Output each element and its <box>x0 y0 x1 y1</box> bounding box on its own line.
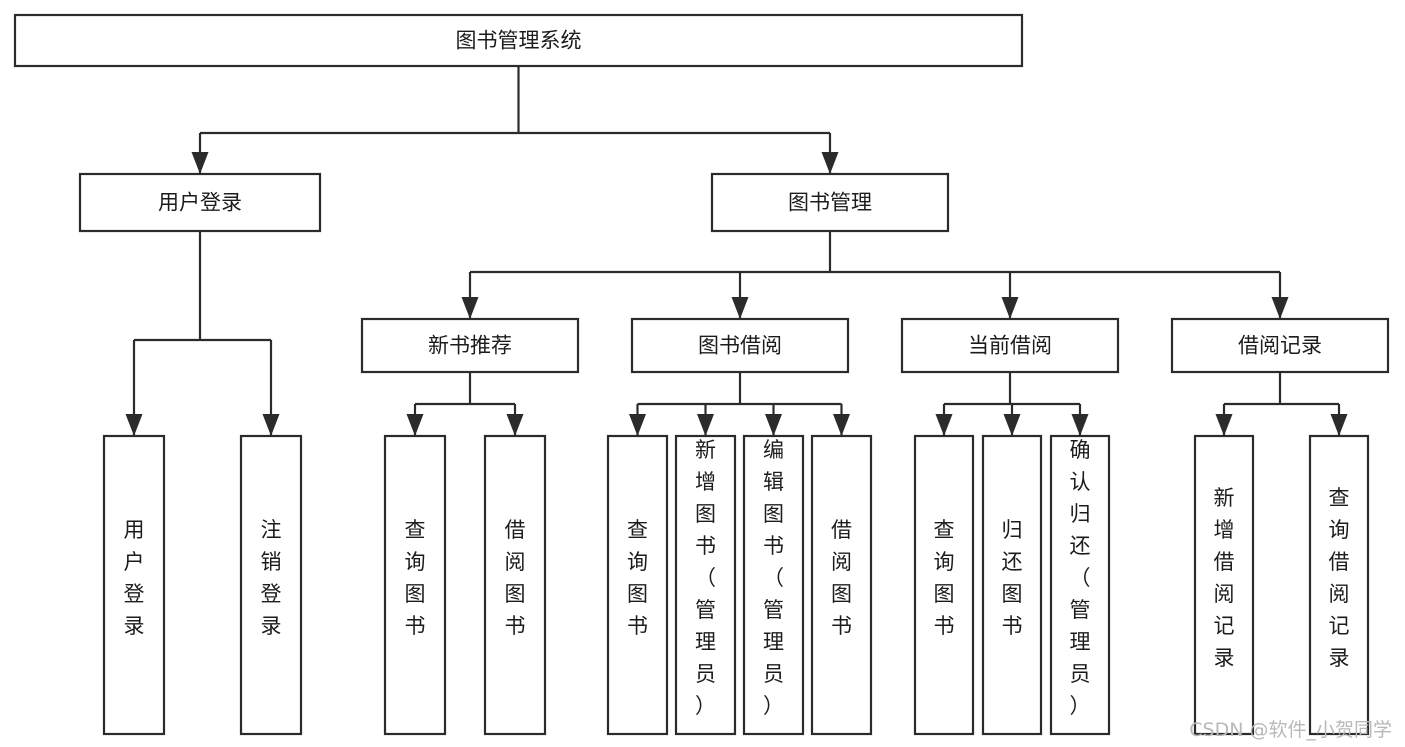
node-leaf-box[interactable] <box>1308 434 1370 736</box>
node-level2-label: 新书推荐 <box>428 334 512 358</box>
connector-layer <box>125 66 1348 436</box>
csdn-watermark: CSDN @软件_小贺同学 <box>1189 719 1392 741</box>
edge-book-borrow-to-leaves-arrowhead <box>765 414 782 436</box>
node-level2[interactable]: 新书推荐 <box>360 317 580 374</box>
node-level1-label: 用户登录 <box>158 191 242 215</box>
edge-root-to-level1-arrowhead <box>821 152 839 174</box>
node-leaf-label: 查询图书 <box>627 518 648 638</box>
node-leaf[interactable]: 借阅图书 <box>483 434 547 736</box>
node-level2[interactable]: 借阅记录 <box>1170 317 1390 374</box>
edge-user-login-to-leaves-arrowhead <box>262 414 280 436</box>
node-leaf-box[interactable] <box>981 434 1043 736</box>
node-root-label: 图书管理系统 <box>456 29 582 53</box>
node-leaf-box[interactable] <box>674 434 737 736</box>
edge-book-manage-to-level2-arrowhead <box>1001 297 1019 319</box>
node-leaf-label: 查询图书 <box>934 518 955 638</box>
edge-book-manage-to-level2-arrowhead <box>461 297 479 319</box>
node-level2-box[interactable] <box>900 317 1120 374</box>
node-leaf[interactable]: 新增借阅记录 <box>1193 434 1255 736</box>
node-level2[interactable]: 当前借阅 <box>900 317 1120 374</box>
node-level2-box[interactable] <box>360 317 580 374</box>
edge-book-borrow-to-leaves-arrowhead <box>833 414 850 436</box>
edge-book-manage-to-level2-arrowhead <box>1271 297 1289 319</box>
node-leaf[interactable]: 确认归还（管理员） <box>1049 434 1111 736</box>
node-leaf[interactable]: 编辑图书（管理员） <box>742 434 805 736</box>
node-leaf-label: 注销登录 <box>261 518 282 638</box>
node-layer: 图书管理系统用户登录图书管理新书推荐图书借阅当前借阅借阅记录用户登录注销登录查询… <box>13 13 1390 736</box>
node-leaf-label: 归还图书 <box>1002 518 1023 638</box>
node-leaf-label: 借阅图书 <box>505 518 526 638</box>
edge-new-book-rec-to-leaves-arrowhead <box>406 414 424 436</box>
node-leaf[interactable]: 查询借阅记录 <box>1308 434 1370 736</box>
node-leaf-label: 借阅图书 <box>831 518 852 638</box>
node-level2-box[interactable] <box>1170 317 1390 374</box>
node-leaf-label: 编辑图书（管理员） <box>763 438 784 718</box>
edge-new-book-rec-to-leaves-arrowhead <box>506 414 524 436</box>
node-leaf[interactable]: 查询图书 <box>913 434 975 736</box>
node-leaf-label: 用户登录 <box>124 518 145 638</box>
edge-current-borrow-to-leaves-arrowhead <box>935 414 953 436</box>
node-leaf-box[interactable] <box>483 434 547 736</box>
node-level2-box[interactable] <box>630 317 850 374</box>
node-leaf[interactable]: 归还图书 <box>981 434 1043 736</box>
node-level1[interactable]: 用户登录 <box>78 172 322 233</box>
edge-user-login-to-leaves-arrowhead <box>125 414 143 436</box>
node-level2-label: 借阅记录 <box>1238 334 1322 358</box>
node-level1[interactable]: 图书管理 <box>710 172 950 233</box>
node-leaf-box[interactable] <box>1193 434 1255 736</box>
node-leaf-label: 新增借阅记录 <box>1214 486 1235 670</box>
node-leaf-box[interactable] <box>239 434 303 736</box>
node-leaf-label: 查询借阅记录 <box>1329 486 1350 670</box>
node-leaf-box[interactable] <box>810 434 873 736</box>
node-leaf-box[interactable] <box>102 434 166 736</box>
node-leaf-box[interactable] <box>742 434 805 736</box>
node-leaf[interactable]: 新增图书（管理员） <box>674 434 737 736</box>
node-level1-box[interactable] <box>78 172 322 233</box>
edge-book-borrow-to-leaves-arrowhead <box>697 414 714 436</box>
node-leaf-label: 查询图书 <box>405 518 426 638</box>
edge-root-to-level1-arrowhead <box>191 152 209 174</box>
node-leaf[interactable]: 注销登录 <box>239 434 303 736</box>
edge-borrow-record-to-leaves-arrowhead <box>1330 414 1348 436</box>
node-leaf[interactable]: 借阅图书 <box>810 434 873 736</box>
node-leaf-label: 确认归还（管理员） <box>1070 438 1091 718</box>
node-leaf-label: 新增图书（管理员） <box>695 438 716 718</box>
node-level2-label: 当前借阅 <box>968 334 1052 358</box>
edge-current-borrow-to-leaves-arrowhead <box>1003 414 1021 436</box>
node-level1-box[interactable] <box>710 172 950 233</box>
node-leaf-box[interactable] <box>1049 434 1111 736</box>
node-leaf-box[interactable] <box>606 434 669 736</box>
node-level2-label: 图书借阅 <box>698 334 782 358</box>
node-level2[interactable]: 图书借阅 <box>630 317 850 374</box>
node-level1-label: 图书管理 <box>788 191 872 215</box>
node-leaf[interactable]: 查询图书 <box>606 434 669 736</box>
edge-borrow-record-to-leaves-arrowhead <box>1215 414 1233 436</box>
node-leaf[interactable]: 查询图书 <box>383 434 447 736</box>
node-leaf-box[interactable] <box>383 434 447 736</box>
node-leaf[interactable]: 用户登录 <box>102 434 166 736</box>
node-leaf-box[interactable] <box>913 434 975 736</box>
node-root-box[interactable] <box>13 13 1024 68</box>
edge-book-borrow-to-leaves-arrowhead <box>629 414 646 436</box>
node-root[interactable]: 图书管理系统 <box>13 13 1024 68</box>
edge-current-borrow-to-leaves-arrowhead <box>1071 414 1089 436</box>
edge-book-manage-to-level2-arrowhead <box>731 297 749 319</box>
